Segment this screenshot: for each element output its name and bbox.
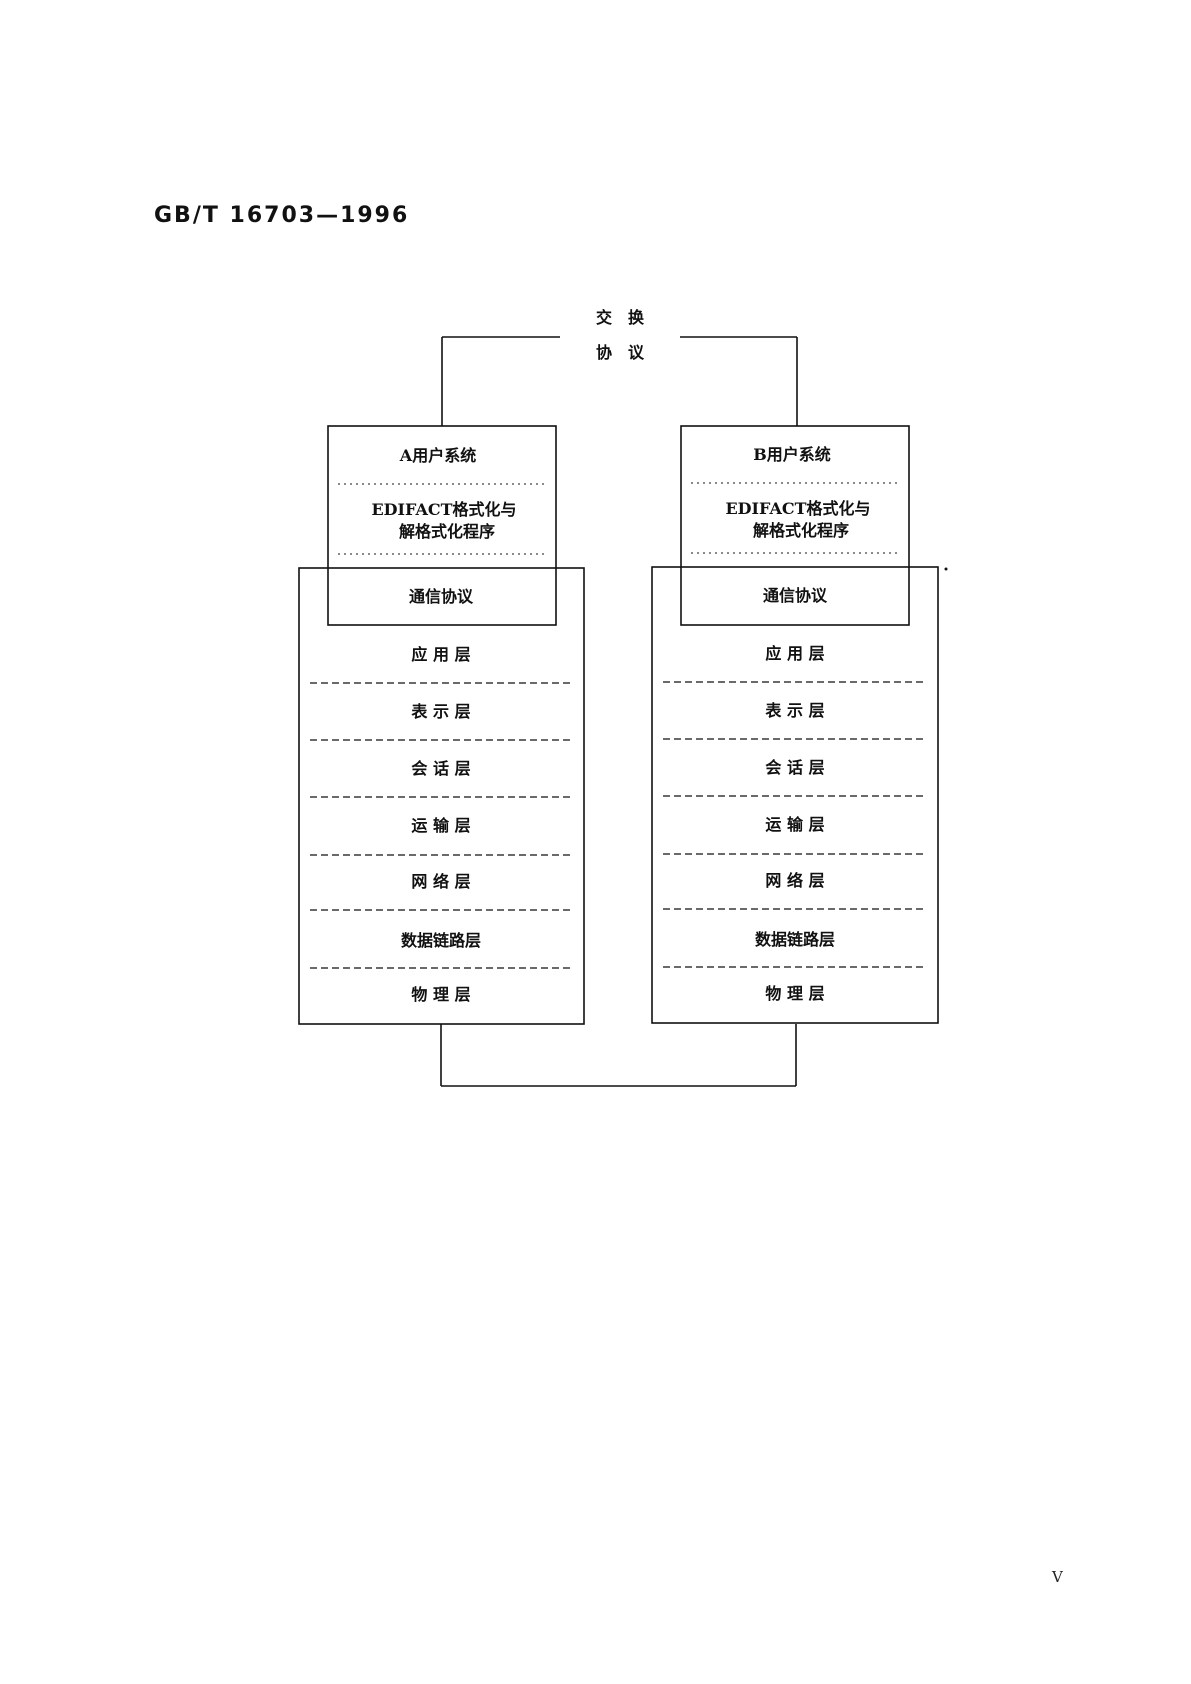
right-edifact-label-line2: 解格式化程序: [753, 521, 849, 540]
physical-connection: [440, 1024, 797, 1087]
exchange-protocol-label-line2: 协 议: [596, 343, 645, 362]
right-layer-presentation: 表 示 层: [764, 701, 824, 720]
left-osi-stack: [298, 567, 585, 1025]
right-layer-network: 网 络 层: [765, 871, 824, 890]
right-user-system-label: B用户系统: [753, 445, 831, 464]
right-layer-session: 会 话 层: [765, 758, 824, 777]
left-edifact-label-line1: EDIFACT格式化与: [371, 500, 516, 519]
right-layer-transport: 运 输 层: [765, 815, 824, 834]
left-layer-transport: 运 输 层: [411, 816, 470, 835]
right-user-stack: B用户系统 EDIFACT格式化与 解格式化程序 通信协议 应 用 层 表 示 …: [651, 425, 939, 1024]
right-osi-stack: [651, 566, 939, 1024]
left-layer-network: 网 络 层: [411, 872, 470, 891]
left-edifact-label-line2: 解格式化程序: [399, 522, 495, 541]
left-layer-physical: 物 理 层: [411, 985, 470, 1004]
left-user-stack: A用户系统 EDIFACT格式化与 解格式化程序 通信协议 应 用 层 表 示 …: [298, 425, 585, 1025]
document-code: GB/T 16703—1996: [154, 203, 410, 228]
right-user-system-box: [680, 425, 910, 626]
left-layer-presentation: 表 示 层: [410, 702, 470, 721]
left-layer-application: 应 用 层: [411, 645, 470, 664]
page-number: V: [1052, 1568, 1063, 1586]
left-comm-protocol-label: 通信协议: [409, 587, 474, 606]
exchange-protocol-label-line1: 交 换: [596, 308, 645, 327]
right-layer-application: 应 用 层: [765, 644, 824, 663]
right-comm-protocol-label: 通信协议: [763, 586, 828, 605]
left-layer-session: 会 话 层: [411, 759, 470, 778]
right-layer-datalink: 数据链路层: [755, 930, 835, 949]
left-user-system-box: [327, 425, 557, 626]
right-edifact-label-line1: EDIFACT格式化与: [725, 499, 870, 518]
right-layer-physical: 物 理 层: [765, 984, 824, 1003]
left-layer-datalink: 数据链路层: [401, 931, 481, 950]
left-user-system-label: A用户系统: [399, 446, 476, 465]
